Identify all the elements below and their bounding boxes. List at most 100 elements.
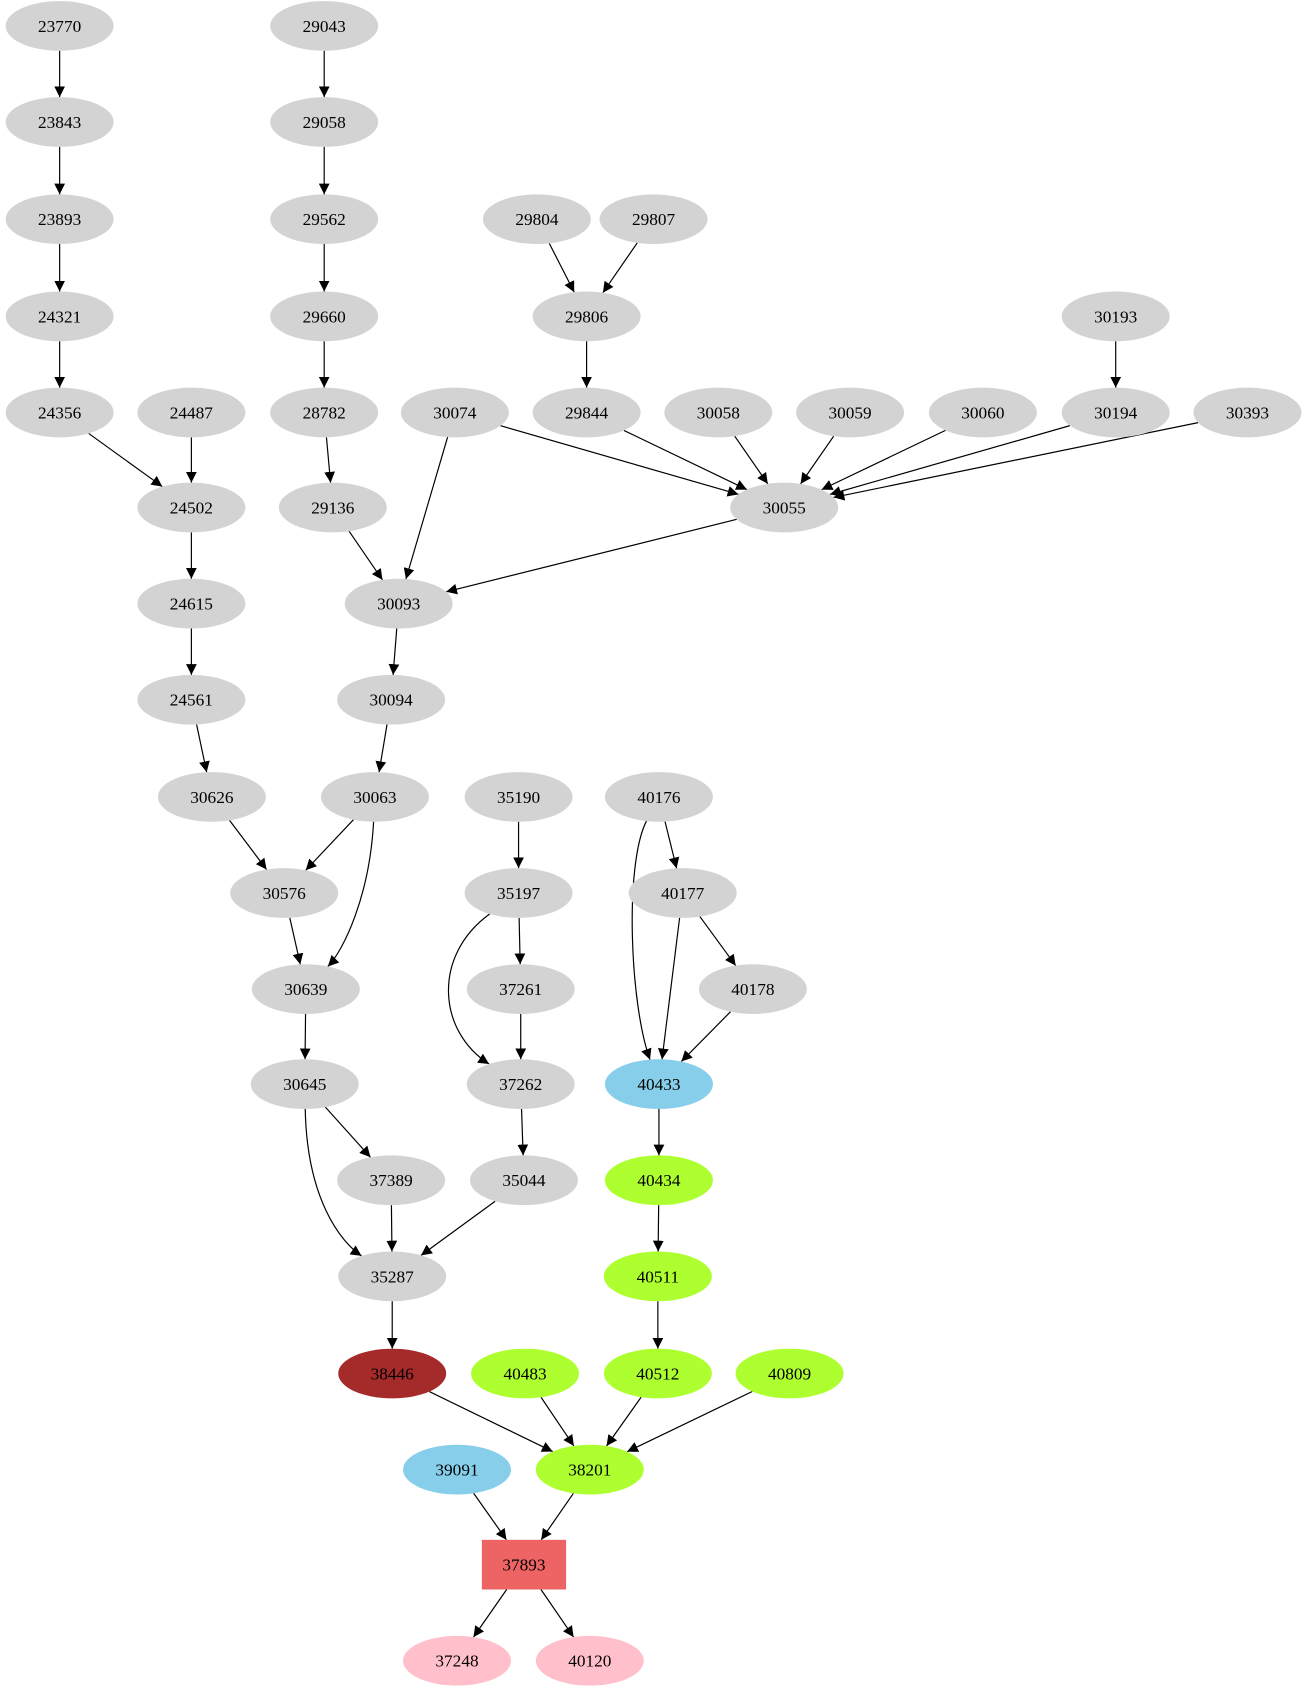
node-38446[interactable]: 38446	[338, 1348, 447, 1399]
node-ellipse	[603, 1251, 712, 1302]
node-label: 24502	[170, 498, 213, 517]
node-ellipse	[230, 868, 339, 918]
node-ellipse	[278, 482, 387, 533]
node-29844[interactable]: 29844	[532, 387, 641, 438]
node-39091[interactable]: 39091	[403, 1444, 512, 1495]
node-40178[interactable]: 40178	[698, 964, 807, 1014]
node-24502[interactable]: 24502	[137, 482, 246, 533]
node-35190[interactable]: 35190	[464, 772, 573, 822]
node-ellipse	[603, 1348, 712, 1399]
edge-30194-30055	[829, 425, 1071, 497]
node-30093[interactable]: 30093	[344, 578, 453, 629]
node-label: 30626	[190, 788, 234, 807]
node-label: 29136	[311, 498, 355, 517]
node-30193[interactable]: 30193	[1061, 291, 1170, 342]
edge-30063-30639	[327, 821, 375, 967]
node-37248[interactable]: 37248	[403, 1635, 512, 1686]
edge-29807-29806	[602, 242, 638, 294]
node-ellipse	[532, 387, 641, 438]
node-24356[interactable]: 24356	[5, 387, 114, 438]
node-ellipse	[1061, 387, 1170, 438]
node-29807[interactable]: 29807	[599, 194, 708, 245]
edge-30639-30645	[299, 1013, 311, 1060]
node-ellipse	[535, 1444, 644, 1495]
node-38201[interactable]: 38201	[535, 1444, 644, 1495]
node-30626[interactable]: 30626	[157, 772, 266, 822]
node-label: 24321	[38, 307, 81, 326]
node-35197[interactable]: 35197	[464, 868, 573, 918]
node-label: 29804	[515, 210, 559, 229]
edge-40177-40433	[657, 917, 681, 1060]
node-40433[interactable]: 40433	[604, 1059, 713, 1109]
node-label: 37262	[499, 1075, 542, 1094]
node-label: 23843	[38, 113, 81, 132]
node-ellipse	[532, 291, 641, 342]
node-24615[interactable]: 24615	[137, 578, 246, 629]
node-24487[interactable]: 24487	[137, 387, 246, 438]
node-label: 29806	[565, 307, 609, 326]
node-ellipse	[157, 772, 266, 822]
node-30055[interactable]: 30055	[730, 482, 839, 533]
node-30063[interactable]: 30063	[320, 772, 429, 822]
node-40434[interactable]: 40434	[604, 1155, 713, 1206]
node-30094[interactable]: 30094	[337, 674, 446, 725]
node-ellipse	[469, 1155, 578, 1206]
node-30393[interactable]: 30393	[1193, 387, 1302, 438]
edge-37389-35287	[386, 1205, 398, 1252]
node-40511[interactable]: 40511	[603, 1251, 712, 1302]
node-35287[interactable]: 35287	[338, 1251, 447, 1302]
node-37389[interactable]: 37389	[337, 1155, 446, 1206]
node-30074[interactable]: 30074	[400, 387, 509, 438]
node-29804[interactable]: 29804	[482, 194, 591, 245]
node-29562[interactable]: 29562	[270, 194, 379, 245]
node-label: 23770	[38, 17, 81, 36]
node-30645[interactable]: 30645	[250, 1059, 359, 1109]
node-ellipse	[5, 97, 114, 147]
node-29806[interactable]: 29806	[532, 291, 641, 342]
node-23843[interactable]: 23843	[5, 97, 114, 147]
node-label: 37893	[502, 1556, 545, 1575]
node-40512[interactable]: 40512	[603, 1348, 712, 1399]
edge-38201-37893	[540, 1492, 574, 1541]
node-ellipse	[1061, 291, 1170, 342]
node-23770[interactable]: 23770	[5, 1, 114, 51]
node-30194[interactable]: 30194	[1061, 387, 1170, 438]
node-28782[interactable]: 28782	[270, 387, 379, 438]
node-ellipse	[471, 1348, 580, 1399]
node-label: 35287	[371, 1267, 415, 1286]
node-label: 38446	[371, 1364, 415, 1383]
node-29058[interactable]: 29058	[270, 97, 379, 147]
node-35044[interactable]: 35044	[469, 1155, 578, 1206]
node-37893[interactable]: 37893	[481, 1539, 567, 1590]
edge-35197-37262	[447, 913, 490, 1065]
node-label: 24561	[170, 691, 213, 710]
node-40483[interactable]: 40483	[471, 1348, 580, 1399]
node-label: 40176	[637, 788, 681, 807]
node-30058[interactable]: 30058	[664, 387, 773, 438]
node-24321[interactable]: 24321	[5, 291, 114, 342]
edge-40512-38201	[606, 1396, 642, 1447]
node-29660[interactable]: 29660	[270, 291, 379, 342]
node-37262[interactable]: 37262	[466, 1059, 575, 1109]
node-label: 29043	[303, 17, 346, 36]
node-40120[interactable]: 40120	[535, 1635, 644, 1686]
node-30639[interactable]: 30639	[251, 964, 360, 1014]
node-ellipse	[604, 1155, 713, 1206]
node-ellipse	[628, 868, 737, 918]
node-40177[interactable]: 40177	[628, 868, 737, 918]
node-30576[interactable]: 30576	[230, 868, 339, 918]
node-30060[interactable]: 30060	[928, 387, 1037, 438]
node-29043[interactable]: 29043	[270, 1, 379, 51]
node-37261[interactable]: 37261	[466, 964, 575, 1014]
node-40809[interactable]: 40809	[735, 1348, 844, 1399]
nodes-layer: 23770 23843 23893 24321 24356 24487 24502 24615…	[5, 1, 1302, 1686]
node-label: 24487	[170, 403, 214, 422]
node-ellipse	[337, 674, 446, 725]
node-label: 29562	[303, 210, 346, 229]
node-24561[interactable]: 24561	[137, 674, 246, 725]
node-23893[interactable]: 23893	[5, 194, 114, 245]
edge-30393-30055	[833, 422, 1199, 501]
node-40176[interactable]: 40176	[604, 772, 713, 822]
node-29136[interactable]: 29136	[278, 482, 387, 533]
node-30059[interactable]: 30059	[796, 387, 905, 438]
